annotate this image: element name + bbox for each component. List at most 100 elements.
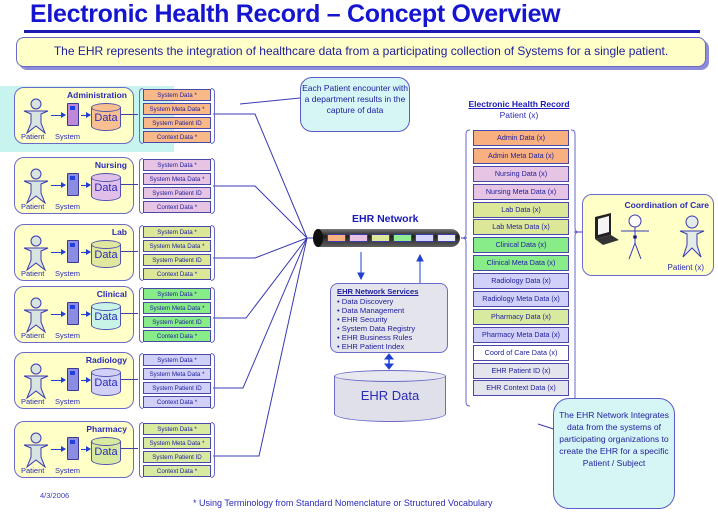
system-data-stack: System Data *System Meta Data *System Pa… <box>143 423 211 479</box>
service-item: EHR Patient Index <box>337 342 441 351</box>
system-data-item: Context Data * <box>143 330 211 342</box>
system-data-stack: System Data *System Meta Data *System Pa… <box>143 288 211 344</box>
ehr-record-item: Clinical Data (x) <box>473 237 569 254</box>
footnote: * Using Terminology from Standard Nomenc… <box>193 498 493 508</box>
system-data-item: System Data * <box>143 423 211 435</box>
network-segment <box>437 234 456 242</box>
arrow-right-icon <box>51 311 66 317</box>
link-lab <box>213 237 308 259</box>
ehr-network-pipe <box>315 229 460 247</box>
network-services-box: EHR Network Services Data DiscoveryData … <box>330 283 448 353</box>
brace-left <box>139 353 143 409</box>
link-db-to-stack <box>121 251 138 252</box>
data-label: Data <box>94 311 118 323</box>
ehr-record-item: Nursing Data (x) <box>473 165 569 182</box>
system-data-item: Context Data * <box>143 268 211 280</box>
patient-label: Patient <box>21 202 45 211</box>
system-data-item: System Data * <box>143 354 211 366</box>
system-data-item: System Patient ID <box>143 254 211 266</box>
coordination-title: Coordination of Care <box>624 200 709 210</box>
database-icon: Data <box>91 240 121 270</box>
database-icon: Data <box>91 302 121 332</box>
system-label: System <box>55 202 81 211</box>
system-data-item: System Patient ID <box>143 117 211 129</box>
patient-icon <box>23 297 49 333</box>
patient-icon <box>679 215 705 258</box>
arrow-right-icon <box>51 112 66 118</box>
date-stamp: 4/3/2006 <box>40 491 70 500</box>
arrow-right-icon <box>51 446 66 452</box>
database-icon: Data <box>91 103 121 133</box>
link-clinical <box>213 237 308 319</box>
department-name: Administration <box>67 90 127 100</box>
brace-left <box>139 158 143 214</box>
patient-icon <box>23 98 49 134</box>
patient-label: Patient <box>21 132 45 141</box>
system-data-item: Context Data * <box>143 201 211 213</box>
system-data-item: System Meta Data * <box>143 103 211 115</box>
ehr-record-patient: Patient (x) <box>499 110 539 120</box>
clinician-icon <box>621 214 649 260</box>
system-data-item: Context Data * <box>143 131 211 143</box>
ehr-record-item: Lab Meta Data (x) <box>473 219 569 236</box>
system-label: System <box>55 397 81 406</box>
network-segment <box>349 234 368 242</box>
title-divider <box>24 30 700 33</box>
intro-banner: The EHR represents the integration of he… <box>16 37 706 67</box>
system-label: System <box>55 466 81 475</box>
ehr-record-item: Radiology Meta Data (x) <box>473 291 569 308</box>
system-data-stack: System Data *System Meta Data *System Pa… <box>143 226 211 282</box>
system-data-item: System Meta Data * <box>143 368 211 380</box>
callout-patient-encounter: Each Patient encounter with a department… <box>300 77 410 132</box>
database-icon: Data <box>91 437 121 467</box>
patient-label: Patient <box>21 466 45 475</box>
system-data-item: System Patient ID <box>143 451 211 463</box>
system-data-item: System Data * <box>143 288 211 300</box>
arrow-bidirectional-up-icon <box>383 353 395 360</box>
brace-right <box>211 353 215 409</box>
system-data-item: System Patient ID <box>143 187 211 199</box>
ehr-record-item: Clinical Meta Data (x) <box>473 255 569 272</box>
arrow-right-icon <box>81 446 91 452</box>
link-db-to-stack <box>121 379 138 380</box>
laptop-icon <box>595 213 619 245</box>
service-item: Data Management <box>337 306 441 315</box>
patient-icon <box>23 235 49 271</box>
callout-pointer-line <box>239 97 301 105</box>
arrow-right-icon <box>81 112 91 118</box>
arrow-right-icon <box>51 249 66 255</box>
service-item: Data Discovery <box>337 297 441 306</box>
database-icon: Data <box>91 173 121 203</box>
department-name: Radiology <box>85 355 127 365</box>
patient-icon <box>23 168 49 204</box>
link-pharmacy <box>213 237 308 457</box>
link-db-to-stack <box>121 313 138 314</box>
brace-right <box>211 88 215 144</box>
coordination-illustration <box>595 213 649 260</box>
brace-right <box>211 422 215 478</box>
ehr-data-store: EHR Data <box>334 370 446 422</box>
patient-label: Patient <box>21 397 45 406</box>
system-data-item: System Data * <box>143 226 211 238</box>
network-segment <box>393 234 412 242</box>
brace-right <box>211 225 215 281</box>
coordination-patient-label: Patient (x) <box>667 263 704 272</box>
system-label: System <box>55 331 81 340</box>
ehr-record-heading: Electronic Health Record <box>468 99 570 109</box>
page-title: Electronic Health Record – Concept Overv… <box>30 0 561 28</box>
link-db-to-stack <box>121 448 138 449</box>
link-db-to-stack <box>121 114 138 115</box>
brace-left <box>139 88 143 144</box>
pipe-end-cap <box>313 229 323 247</box>
ehr-data-top <box>334 370 446 382</box>
system-data-stack: System Data *System Meta Data *System Pa… <box>143 354 211 410</box>
network-segment <box>371 234 390 242</box>
server-icon <box>67 173 79 196</box>
service-item: EHR Security <box>337 315 441 324</box>
server-icon <box>67 437 79 460</box>
server-icon <box>67 240 79 263</box>
ehr-record-item: Coord of Care Data (x) <box>473 344 569 361</box>
